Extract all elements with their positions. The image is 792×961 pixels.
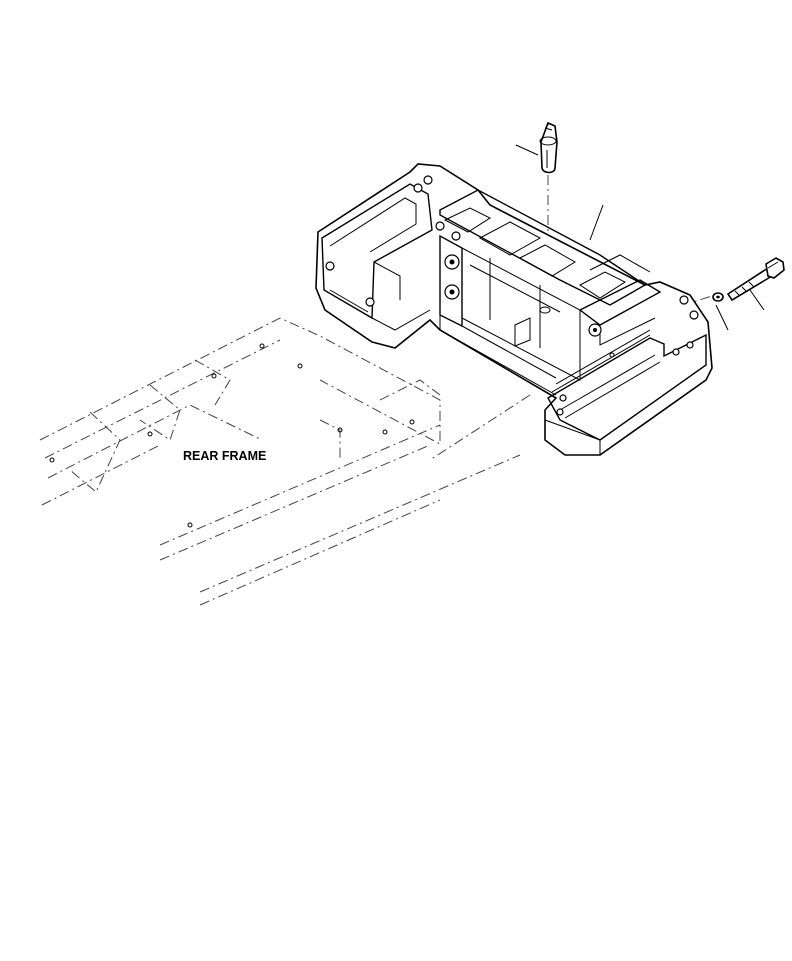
leader-lines xyxy=(515,144,765,331)
rear-frame-label: REAR FRAME xyxy=(183,449,266,463)
washer xyxy=(712,292,724,302)
bolt xyxy=(726,257,785,302)
pin xyxy=(539,121,558,174)
rear-frame: REAR FRAME xyxy=(39,317,521,606)
counterweight xyxy=(315,163,713,456)
